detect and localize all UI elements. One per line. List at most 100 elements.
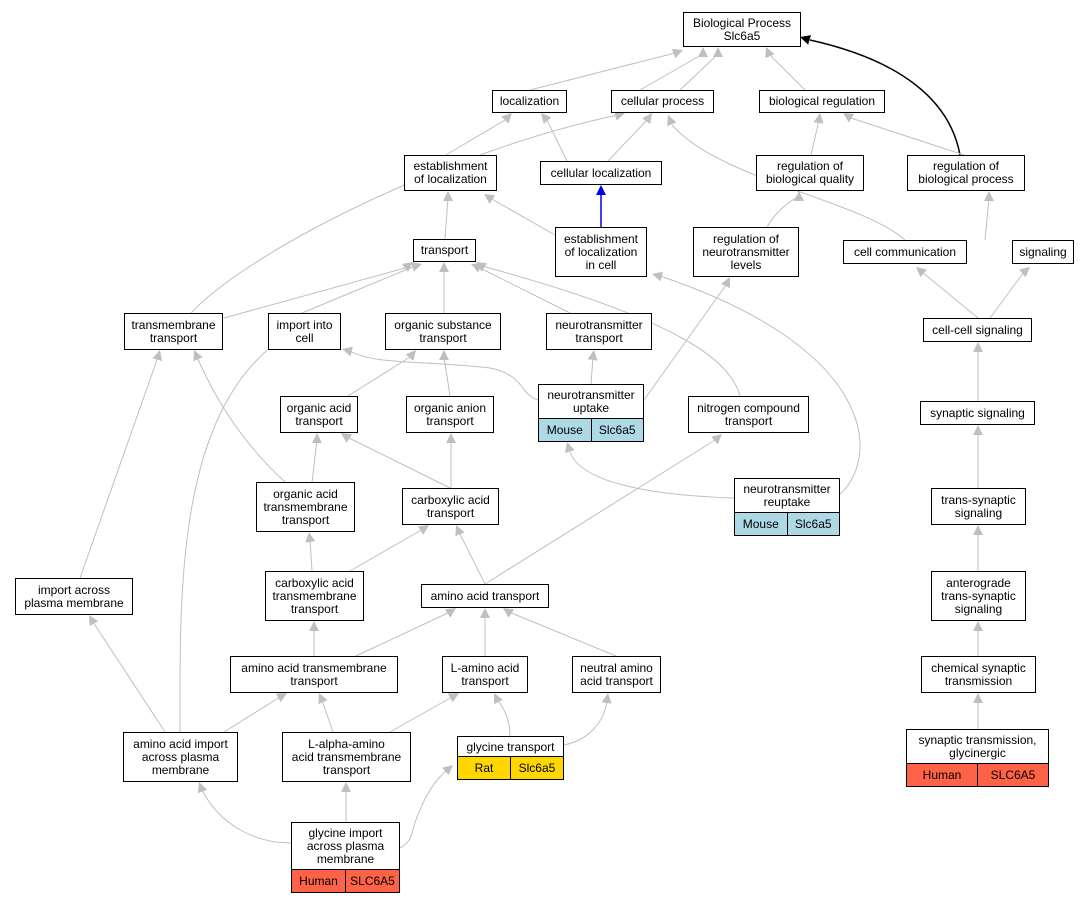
species-annotation: Rat Slc6a5 bbox=[458, 756, 563, 779]
edge-arrowhead bbox=[476, 262, 488, 272]
node-glycine-transport[interactable]: glycine transport Rat Slc6a5 bbox=[457, 736, 564, 780]
node-neurotransmitter-reuptake[interactable]: neurotransmitter reuptake Mouse Slc6a5 bbox=[734, 478, 840, 536]
node-amino-acid-transport[interactable]: amino acid transport bbox=[421, 584, 549, 608]
edge-arrowhead bbox=[309, 621, 319, 631]
edge-line bbox=[79, 356, 159, 579]
node-import-across-plasma-membrane[interactable]: import across plasma membrane bbox=[15, 578, 133, 615]
edge-arrowhead bbox=[973, 425, 983, 435]
node-anterograde-trans-synaptic-signaling[interactable]: anterograde trans-synaptic signaling bbox=[931, 571, 1026, 621]
species-mouse: Mouse bbox=[735, 513, 787, 535]
edge-line bbox=[223, 267, 406, 319]
node-regulation-of-biological-quality[interactable]: regulation of biological quality bbox=[756, 155, 864, 191]
node-regulation-of-biological-process[interactable]: regulation of biological process bbox=[907, 155, 1025, 191]
node-label: transmembrane transport bbox=[131, 317, 216, 345]
edge-line bbox=[607, 119, 648, 162]
node-organic-anion-transport[interactable]: organic anion transport bbox=[406, 396, 494, 433]
node-trans-synaptic-signaling[interactable]: trans-synaptic signaling bbox=[931, 488, 1026, 525]
node-label: amino acid transport bbox=[430, 588, 540, 603]
edge-line bbox=[989, 271, 1025, 319]
gene-symbol: Slc6a5 bbox=[510, 757, 563, 779]
node-label: amino acid import across plasma membrane bbox=[133, 736, 228, 777]
node-establishment-of-localization-in-cell[interactable]: establishment of localization in cell bbox=[555, 227, 647, 277]
node-cellular-localization[interactable]: cellular localization bbox=[540, 161, 662, 185]
edge-arrowhead bbox=[411, 261, 422, 272]
edge-line bbox=[766, 194, 800, 228]
edge-arrowhead bbox=[455, 525, 465, 537]
node-localization[interactable]: localization bbox=[492, 90, 567, 113]
node-label: transport bbox=[420, 243, 469, 257]
edge-arrowhead bbox=[713, 47, 723, 57]
edge-line bbox=[563, 699, 608, 746]
node-cellular-process[interactable]: cellular process bbox=[611, 90, 714, 113]
node-import-into-cell[interactable]: import into cell bbox=[268, 313, 341, 350]
edge-arrowhead bbox=[667, 115, 677, 127]
edge-line bbox=[921, 271, 979, 319]
node-biological-process[interactable]: Biological Process Slc6a5 bbox=[683, 12, 801, 47]
edge-line bbox=[590, 356, 594, 385]
edge-arrowhead bbox=[447, 693, 459, 703]
node-label: Biological Process Slc6a5 bbox=[692, 15, 792, 43]
node-amino-acid-import-across-plasma-membrane[interactable]: amino acid import across plasma membrane bbox=[123, 732, 238, 782]
node-carboxylic-acid-transport[interactable]: carboxylic acid transport bbox=[402, 488, 499, 525]
edge-line bbox=[444, 197, 449, 240]
node-regulation-of-neurotransmitter-levels[interactable]: regulation of neurotransmitter levels bbox=[693, 227, 799, 277]
node-glycine-import-across-plasma-membrane[interactable]: glycine import across plasma membrane Hu… bbox=[291, 822, 400, 893]
edge-arrowhead bbox=[341, 433, 353, 443]
edge-arrowhead bbox=[197, 782, 208, 794]
edge-line bbox=[477, 266, 571, 314]
edge-line bbox=[347, 356, 411, 397]
node-chemical-synaptic-transmission[interactable]: chemical synaptic transmission bbox=[921, 656, 1036, 693]
node-synaptic-signaling[interactable]: synaptic signaling bbox=[920, 401, 1035, 425]
node-transmembrane-transport[interactable]: transmembrane transport bbox=[124, 313, 223, 350]
species-human: Human bbox=[292, 870, 345, 892]
edge-line bbox=[546, 119, 568, 162]
node-organic-substance-transport[interactable]: organic substance transport bbox=[385, 313, 501, 350]
edge-arrowhead bbox=[721, 277, 730, 289]
node-l-amino-acid-transport[interactable]: L-amino acid transport bbox=[442, 656, 528, 693]
edge-line bbox=[643, 284, 727, 401]
node-signaling[interactable]: signaling bbox=[1012, 240, 1074, 264]
node-label: cell-cell signaling bbox=[932, 322, 1023, 337]
edge-line bbox=[458, 531, 486, 585]
node-establishment-of-localization[interactable]: establishment of localization bbox=[404, 155, 497, 191]
node-label: neurotransmitter uptake bbox=[547, 388, 635, 415]
edge-arrowhead bbox=[439, 262, 449, 272]
node-cell-cell-signaling[interactable]: cell-cell signaling bbox=[923, 318, 1032, 342]
node-label: signaling bbox=[1019, 244, 1067, 259]
node-organic-acid-transmembrane-transport[interactable]: organic acid transmembrane transport bbox=[256, 482, 355, 532]
node-nitrogen-compound-transport[interactable]: nitrogen compound transport bbox=[688, 396, 809, 433]
node-amino-acid-transmembrane-transport[interactable]: amino acid transmembrane transport bbox=[230, 656, 398, 693]
node-label: carboxylic acid transmembrane transport bbox=[272, 575, 357, 616]
node-organic-acid-transport[interactable]: organic acid transport bbox=[280, 396, 358, 433]
edge-arrowhead bbox=[152, 350, 163, 361]
edge-line bbox=[399, 770, 447, 849]
edge-arrowhead bbox=[698, 47, 708, 57]
edge-arrowhead bbox=[494, 693, 503, 705]
node-synaptic-transmission-glycinergic[interactable]: synaptic transmission, glycinergic Human… bbox=[906, 729, 1049, 787]
node-transport[interactable]: transport bbox=[413, 239, 476, 262]
edge-line bbox=[349, 350, 539, 401]
node-label: biological regulation bbox=[768, 94, 876, 108]
node-label: import into cell bbox=[276, 317, 333, 345]
node-neutral-amino-acid-transport[interactable]: neutral amino acid transport bbox=[572, 656, 661, 693]
edge-arrowhead bbox=[813, 113, 824, 124]
edge-arrowhead bbox=[89, 615, 99, 627]
edge-line bbox=[659, 275, 861, 496]
node-neurotransmitter-transport[interactable]: neurotransmitter transport bbox=[546, 313, 652, 350]
edge-line bbox=[481, 265, 741, 397]
node-label: establishment of localization bbox=[413, 159, 488, 186]
edge-arrowhead bbox=[614, 110, 625, 121]
edge-line bbox=[489, 197, 556, 236]
edge-line bbox=[496, 698, 511, 737]
node-carboxylic-acid-transmembrane-transport[interactable]: carboxylic acid transmembrane transport bbox=[265, 571, 364, 621]
node-cell-communication[interactable]: cell communication bbox=[843, 240, 967, 264]
node-neurotransmitter-uptake[interactable]: neurotransmitter uptake Mouse Slc6a5 bbox=[538, 384, 644, 442]
edge-arrowhead bbox=[402, 262, 413, 272]
node-label: regulation of biological process bbox=[918, 159, 1014, 186]
node-l-alpha-amino-acid-transmembrane-transport[interactable]: L-alpha-amino acid transmembrane transpo… bbox=[282, 732, 411, 782]
node-biological-regulation[interactable]: biological regulation bbox=[759, 90, 885, 113]
species-human: Human bbox=[907, 764, 977, 786]
gene-symbol: SLC6A5 bbox=[977, 764, 1048, 786]
edge-line bbox=[809, 39, 961, 156]
